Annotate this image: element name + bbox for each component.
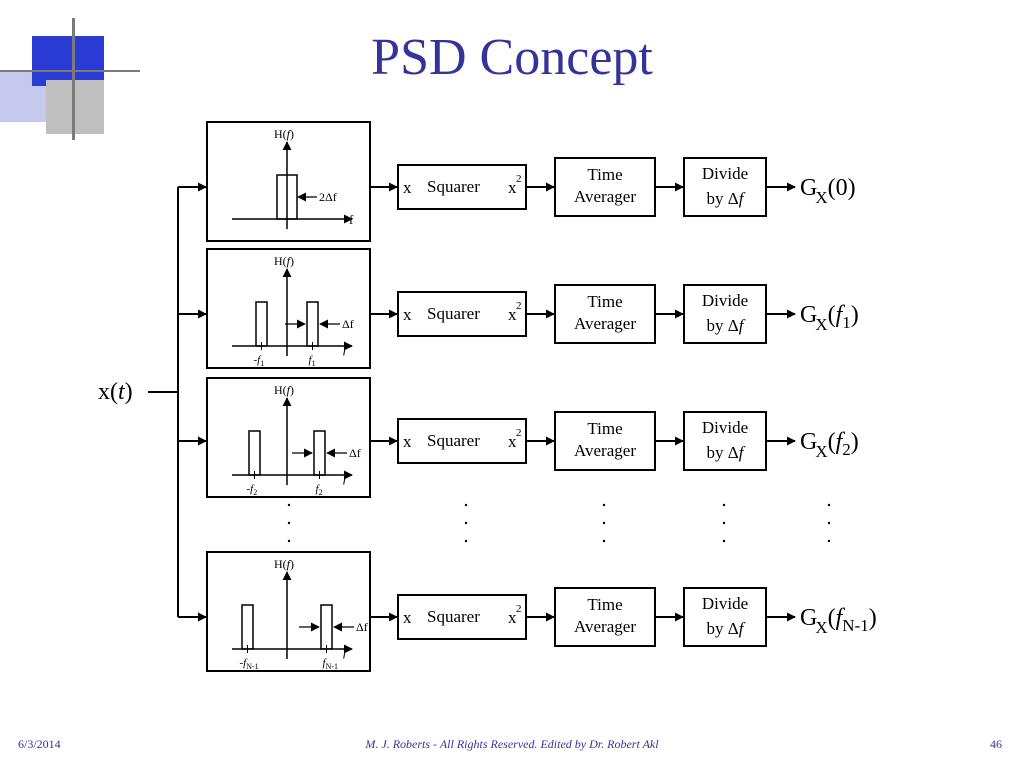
deco-blue-square	[32, 36, 104, 86]
time-averager-block	[554, 284, 656, 344]
filter-response-label: H(f)	[274, 127, 294, 141]
deco-gray-square	[46, 80, 104, 134]
bandwidth-label: Δf	[356, 620, 368, 634]
divide-block	[683, 284, 767, 344]
squarer-output-label: x	[508, 608, 517, 627]
squarer-exponent: 2	[516, 300, 522, 312]
ellipsis-dot	[287, 539, 291, 543]
ellipsis-dot	[464, 521, 468, 525]
averager-label-line2: Averager	[574, 187, 636, 206]
footer-page-number: 46	[990, 737, 1002, 751]
output-label: GX(0)	[800, 175, 856, 207]
bandwidth-label: Δf	[349, 446, 361, 460]
squarer-block	[397, 594, 527, 640]
divide-block	[683, 411, 767, 471]
averager-label-line2: Averager	[574, 441, 636, 460]
pos-center-freq-label: f2	[316, 483, 323, 497]
slide-title: PSD Concept	[371, 29, 653, 86]
ellipsis-dot	[464, 503, 468, 507]
output-label: GX(fN-1)	[800, 605, 877, 637]
continuation-dots	[287, 503, 831, 543]
input-signal-label: x(t)	[98, 379, 133, 405]
freq-axis-label: f	[343, 470, 349, 485]
filter-response-label: H(f)	[274, 383, 294, 397]
squarer-output-label: x	[508, 178, 517, 197]
bandwidth-label: 2Δf	[319, 190, 337, 204]
deco-horizontal-line	[0, 70, 140, 72]
pos-center-freq-label: fN-1	[323, 657, 339, 671]
freq-axis-label: f	[343, 644, 349, 659]
averager-label-line1: Time	[587, 292, 622, 311]
divider-label-line2: by Δf	[707, 189, 746, 208]
neg-center-freq-label: -f2	[247, 483, 258, 497]
averager-label-line1: Time	[587, 419, 622, 438]
bandwidth-label: Δf	[342, 317, 354, 331]
divider-label-line1: Divide	[702, 291, 748, 310]
squarer-label: Squarer	[427, 607, 480, 626]
squarer-input-label: x	[403, 178, 412, 197]
averager-label-line2: Averager	[574, 617, 636, 636]
ellipsis-dot	[722, 503, 726, 507]
ellipsis-dot	[602, 521, 606, 525]
divider-label-line2: by Δf	[707, 443, 746, 462]
neg-center-freq-label: -fN-1	[240, 657, 259, 671]
divider-label-line2: by Δf	[707, 316, 746, 335]
ellipsis-dot	[602, 503, 606, 507]
squarer-input-label: x	[403, 432, 412, 451]
squarer-input-label: x	[403, 305, 412, 324]
squarer-label: Squarer	[427, 431, 480, 450]
divider-label-line1: Divide	[702, 594, 748, 613]
footer-date: 6/3/2014	[18, 737, 61, 751]
filter-response-label: H(f)	[274, 557, 294, 571]
squarer-output-label: x	[508, 305, 517, 324]
ellipsis-dot	[287, 503, 291, 507]
filter-response-label: H(f)	[274, 254, 294, 268]
passband-pulse	[276, 174, 298, 220]
averager-label-line1: Time	[587, 165, 622, 184]
time-averager-block	[554, 587, 656, 647]
squarer-exponent: 2	[516, 173, 522, 185]
ellipsis-dot	[722, 539, 726, 543]
ellipsis-dot	[464, 539, 468, 543]
ellipsis-dot	[827, 503, 831, 507]
output-label: GX(f2)	[800, 429, 859, 461]
footer-credit: M. J. Roberts - All Rights Reserved. Edi…	[365, 737, 659, 751]
ellipsis-dot	[722, 521, 726, 525]
ellipsis-dot	[602, 539, 606, 543]
ellipsis-dot	[287, 521, 291, 525]
averager-label-line1: Time	[587, 595, 622, 614]
output-label: GX(f1)	[800, 302, 859, 334]
neg-center-freq-label: -f1	[254, 354, 265, 368]
squarer-label: Squarer	[427, 304, 480, 323]
squarer-input-label: x	[403, 608, 412, 627]
divider-label-line1: Divide	[702, 418, 748, 437]
ellipsis-dot	[827, 539, 831, 543]
freq-axis-label: f	[343, 341, 349, 356]
squarer-block	[397, 291, 527, 337]
divider-label-line2: by Δf	[707, 619, 746, 638]
divide-block	[683, 157, 767, 217]
divide-block	[683, 587, 767, 647]
freq-axis-label: f	[349, 212, 354, 227]
squarer-exponent: 2	[516, 603, 522, 615]
corner-decoration	[0, 0, 140, 150]
time-averager-block	[554, 157, 656, 217]
pos-center-freq-label: f1	[309, 354, 316, 368]
squarer-exponent: 2	[516, 427, 522, 439]
ellipsis-dot	[827, 521, 831, 525]
divider-label-line1: Divide	[702, 164, 748, 183]
squarer-output-label: x	[508, 432, 517, 451]
averager-label-line2: Averager	[574, 314, 636, 333]
deco-vertical-line	[72, 18, 75, 140]
squarer-label: Squarer	[427, 177, 480, 196]
